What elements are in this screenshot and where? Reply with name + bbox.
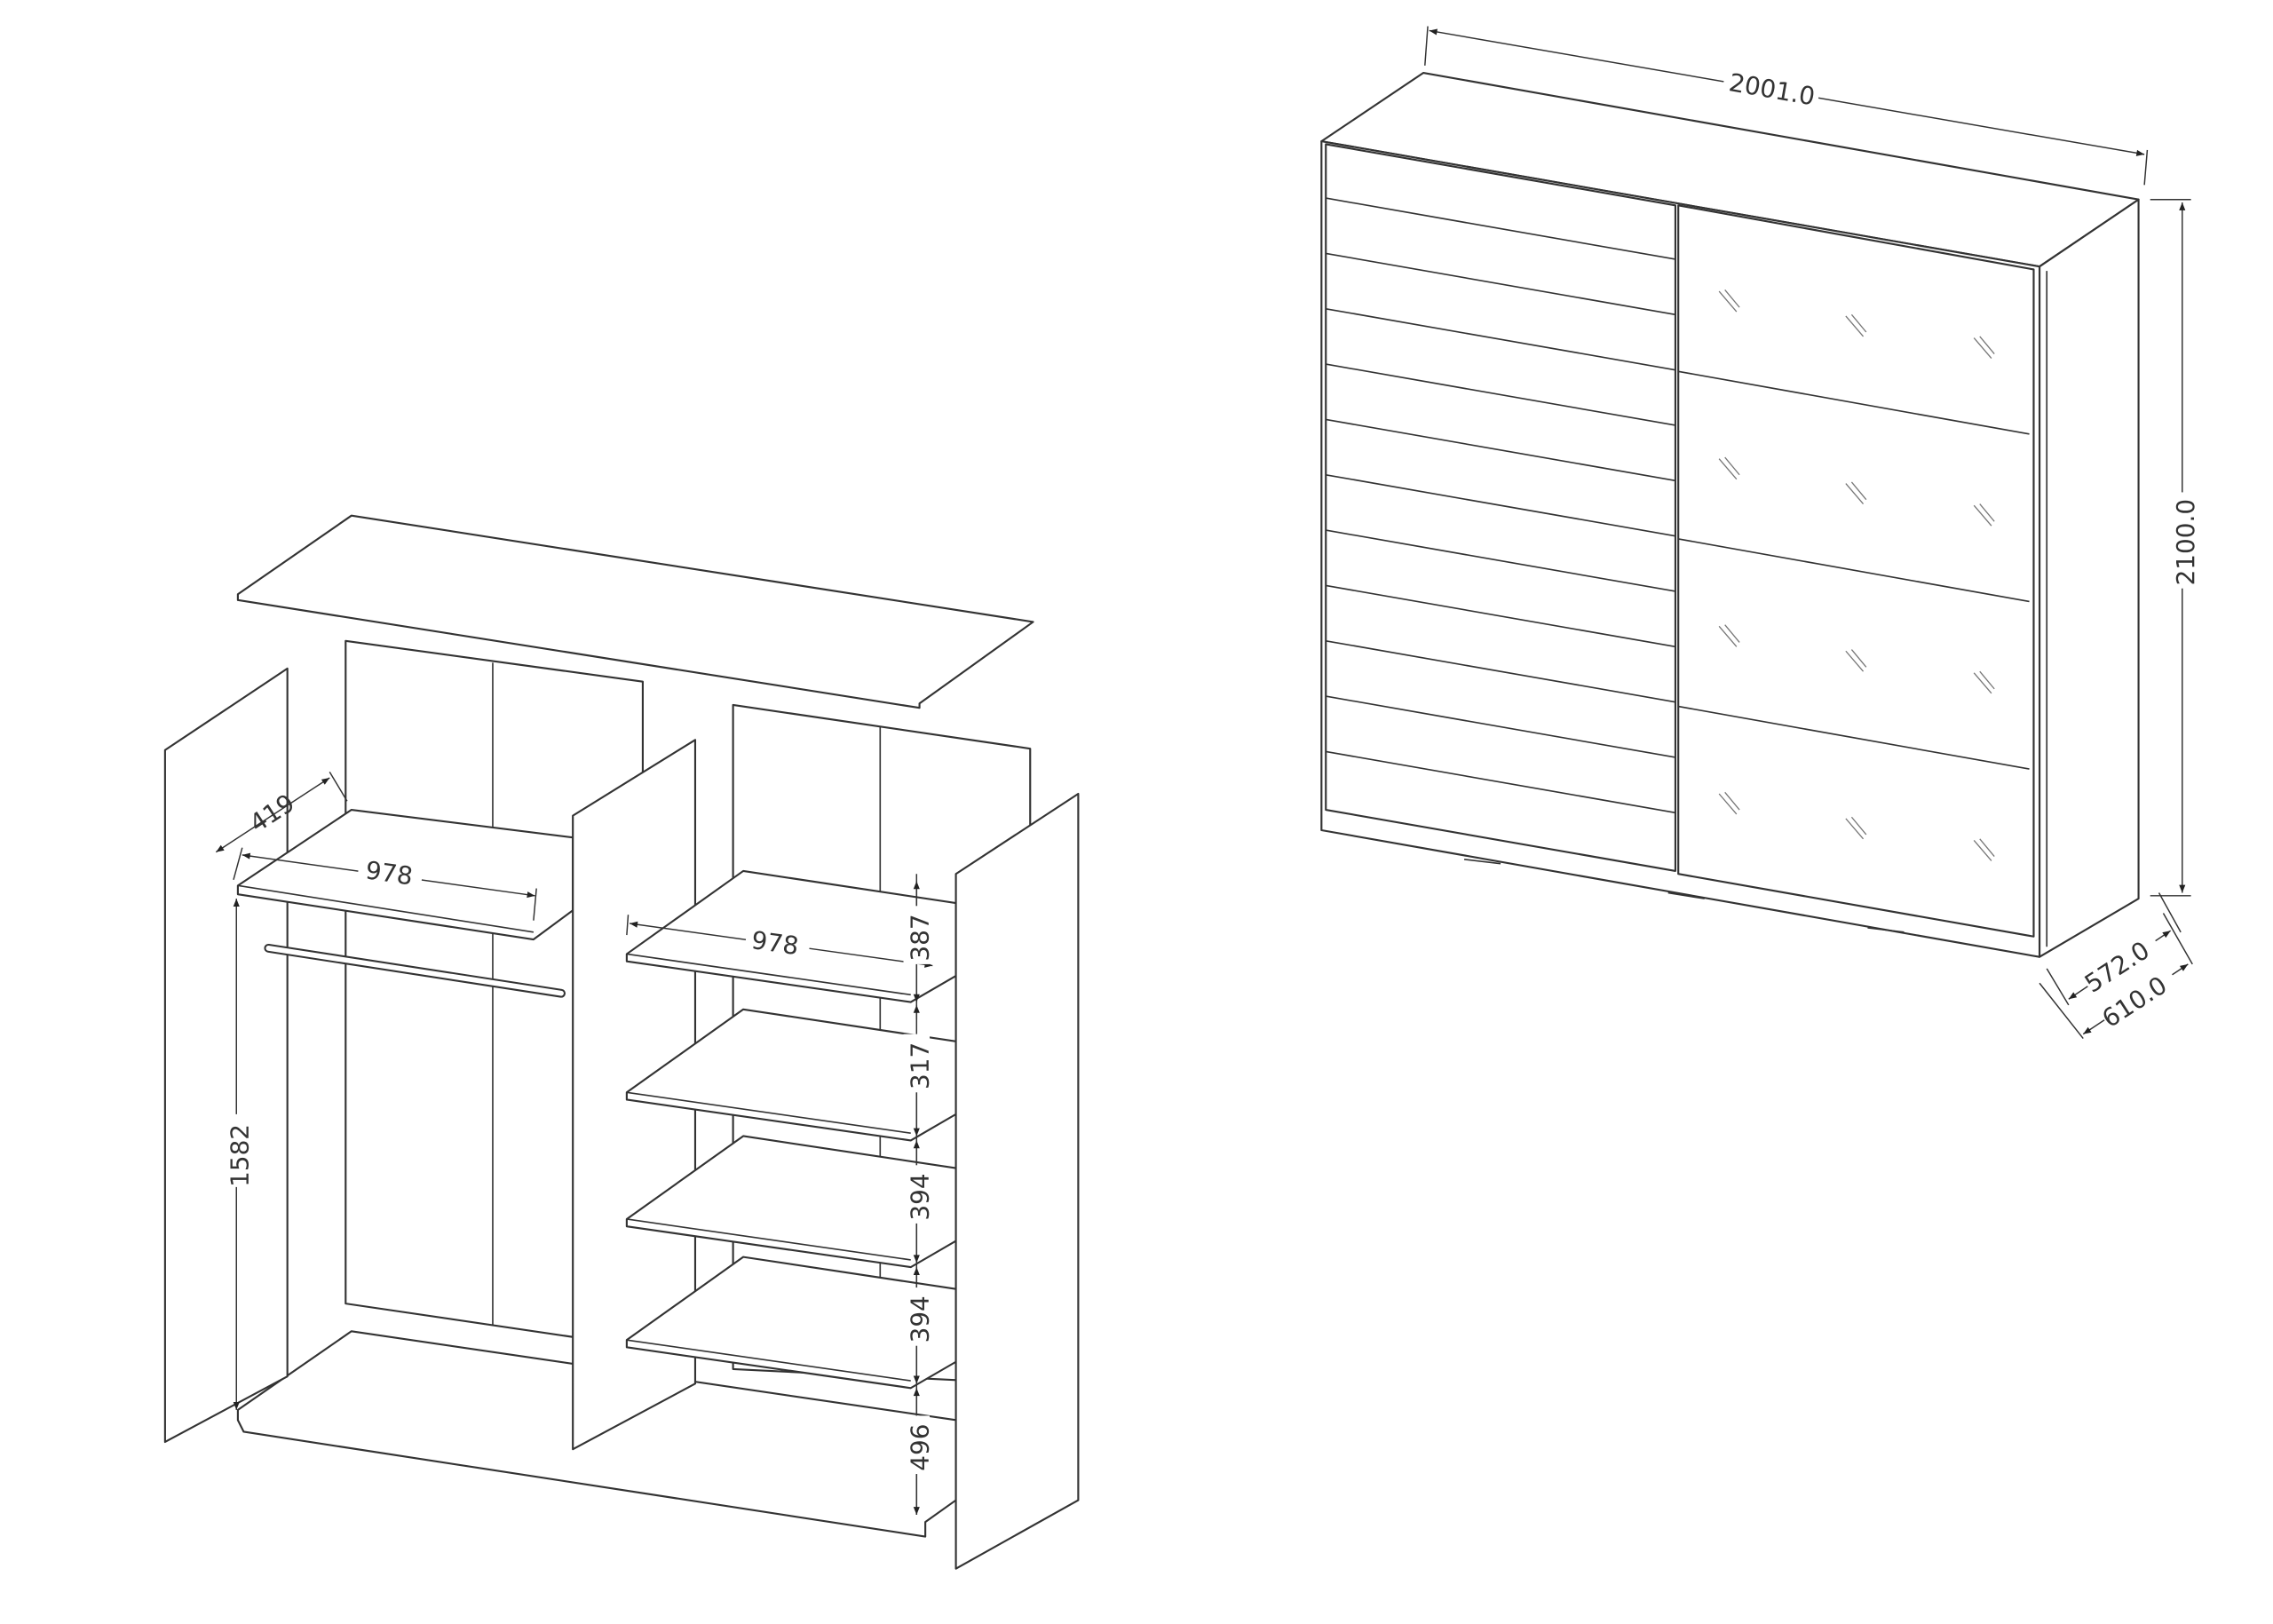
dim-left-shelf-width: 978 — [364, 855, 415, 891]
left-dimensions: 419 978 1582 978 — [215, 772, 934, 1515]
right-shelves — [625, 869, 957, 1390]
dim-gap-3: 394 — [905, 1173, 934, 1220]
dim-gap-2: 317 — [905, 1042, 934, 1089]
left-door — [163, 667, 289, 1444]
right-dimensions: 2001.0 2100.0 572.0 610.0 — [1424, 26, 2200, 1040]
left-sliding-door — [1325, 143, 1676, 873]
dim-width: 2001.0 — [1727, 67, 1818, 111]
dim-gap-4: 394 — [905, 1295, 934, 1343]
closed-wardrobe-view: 2001.0 2100.0 572.0 610.0 — [1320, 26, 2200, 1040]
dim-gap-1: 387 — [905, 914, 934, 961]
dim-hanging-height: 1582 — [225, 1124, 254, 1187]
dim-gap-5: 496 — [905, 1424, 934, 1471]
top-panel — [236, 514, 1034, 709]
exploded-interior-view: 419 978 1582 978 — [163, 514, 1080, 1570]
dim-height: 2100.0 — [2171, 499, 2200, 586]
right-mirror-door — [1677, 204, 2035, 938]
wardrobe-side — [2038, 198, 2140, 958]
dim-right-shelf-width: 978 — [749, 925, 800, 961]
right-door — [954, 792, 1080, 1570]
